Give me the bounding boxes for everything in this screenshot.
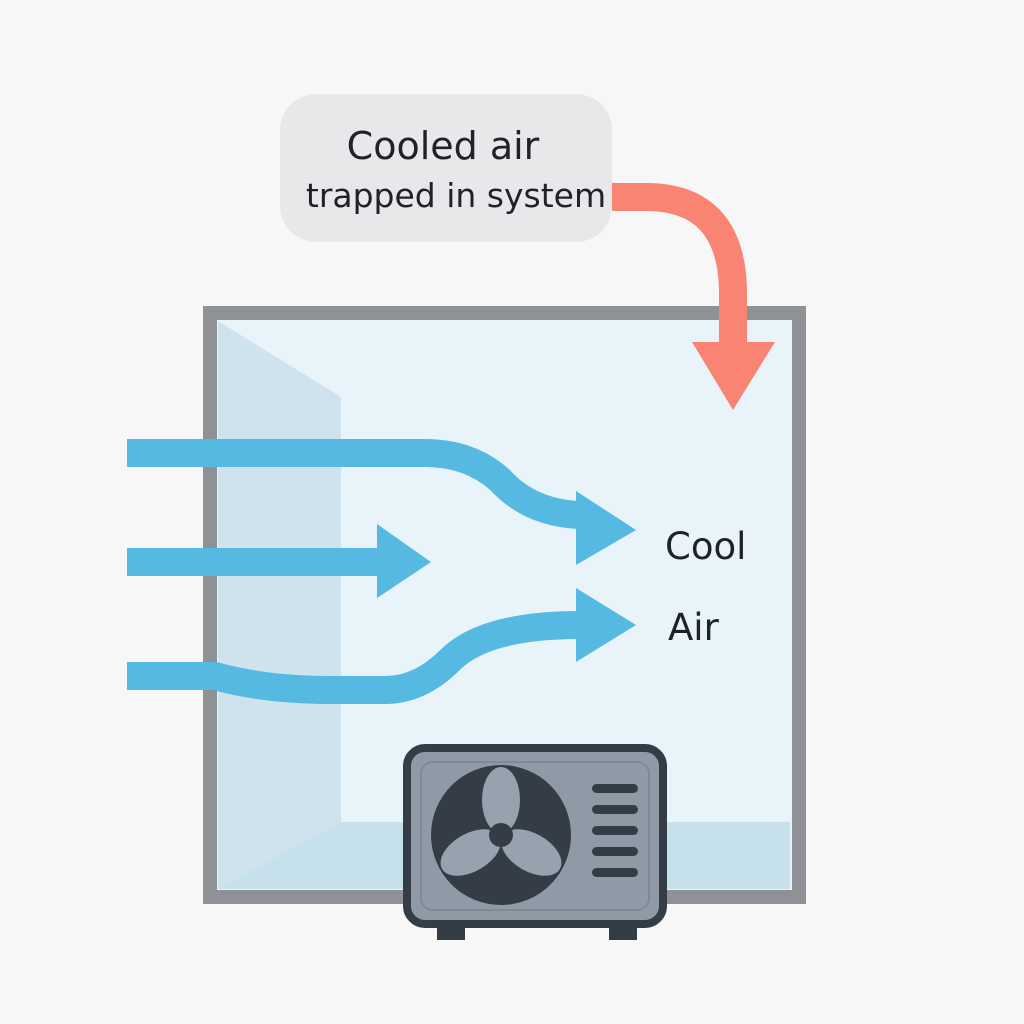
callout: Cooled air trapped in system [280, 94, 612, 242]
fan-blade [482, 767, 520, 833]
fan-blade [501, 829, 562, 876]
trapped-air-arrow-shaft [612, 183, 747, 350]
airflow-arrows [127, 439, 636, 704]
airflow-arrow-top-head [576, 491, 636, 565]
ac-unit-panel [420, 761, 650, 911]
airflow-arrow-bottom-head [576, 588, 636, 662]
vent-slat [592, 847, 638, 856]
fan-hub [489, 823, 513, 847]
airflow-arrow-middle-head [377, 524, 431, 598]
airflow-arrow-bottom-shaft [127, 611, 581, 704]
trapped-air-arrow-head [692, 342, 775, 410]
fan-blade [440, 829, 501, 876]
air-label: Air [668, 606, 720, 649]
vent-grille-icon [592, 784, 638, 877]
callout-line-2: trapped in system [306, 176, 606, 215]
cool-label: Cool [665, 525, 746, 568]
vent-slat [592, 868, 638, 877]
vent-slat [592, 784, 638, 793]
vent-slat [592, 805, 638, 814]
room-side-wall [218, 321, 341, 889]
airflow-arrow-top-shaft [127, 439, 581, 529]
callout-bubble [280, 94, 612, 242]
fan-icon [431, 765, 571, 905]
ac-unit [403, 744, 667, 940]
callout-line-1: Cooled air [347, 124, 540, 168]
trapped-air-arrow-icon [612, 183, 775, 410]
vent-slat [592, 826, 638, 835]
